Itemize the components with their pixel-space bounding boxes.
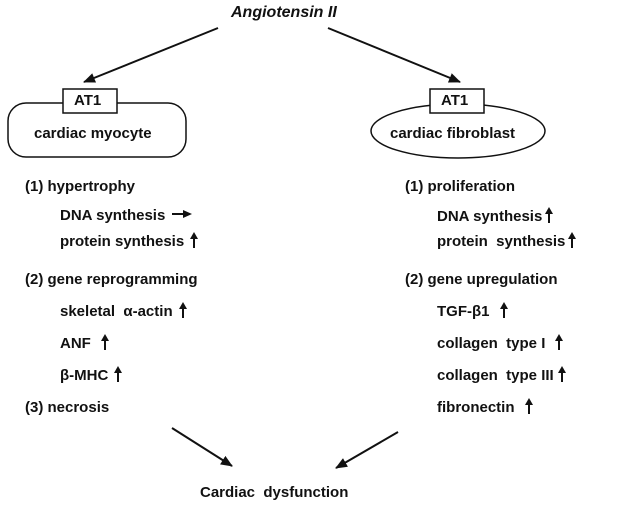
myocyte-label: cardiac myocyte: [34, 125, 152, 142]
up-arrow-icon: [100, 334, 109, 350]
up-arrow-icon: [568, 232, 577, 248]
outcome-label: Cardiac dysfunction: [200, 484, 349, 501]
right-protein-synthesis: protein synthesis: [437, 232, 577, 251]
left-receptor-label: AT1: [74, 92, 102, 109]
item-label: fibronectin: [437, 399, 515, 416]
right-dna-synthesis: DNA synthesis: [437, 207, 554, 226]
left-dna-synthesis: DNA synthesis: [60, 207, 193, 225]
left-anf: ANF: [60, 334, 109, 353]
arrow-to-myocyte: [83, 27, 219, 83]
arrow-right-to-outcome: [335, 431, 399, 469]
arrow-to-fibroblast: [327, 27, 461, 83]
item-label: collagen type I: [437, 335, 546, 352]
up-arrow-icon: [557, 366, 566, 382]
item-label: protein synthesis: [437, 233, 566, 250]
up-arrow-icon: [499, 302, 508, 318]
left-section-gene-reprogramming: (2) gene reprogramming: [25, 271, 198, 288]
left-section-hypertrophy: (1) hypertrophy: [25, 178, 136, 195]
right-section-gene-upregulation: (2) gene upregulation: [405, 271, 558, 288]
left-skeletal-actin: skeletal α-actin: [60, 302, 187, 321]
right-collagen-type-iii: collagen type III: [437, 366, 566, 385]
left-section-necrosis: (3) necrosis: [25, 399, 110, 416]
item-label: ANF: [60, 335, 91, 352]
page-title: Angiotensin II: [231, 4, 337, 21]
item-label: TGF-β1: [437, 303, 490, 320]
up-arrow-icon: [545, 207, 554, 223]
arrow-left-to-outcome: [171, 427, 233, 467]
item-label: collagen type III: [437, 367, 554, 384]
right-arrow-icon: [172, 210, 193, 218]
item-label: skeletal α-actin: [60, 303, 173, 320]
right-collagen-type-i: collagen type I: [437, 334, 564, 353]
up-arrow-icon: [178, 302, 187, 318]
item-label: β-MHC: [60, 367, 109, 384]
item-label: protein synthesis: [60, 233, 185, 250]
right-section-proliferation: (1) proliferation: [405, 178, 516, 195]
left-protein-synthesis: protein synthesis: [60, 232, 199, 251]
item-label: DNA synthesis: [437, 208, 543, 225]
left-at1-box: [62, 88, 118, 114]
right-at1-box: [429, 88, 485, 114]
left-beta-mhc: β-MHC: [60, 366, 123, 385]
right-receptor-label: AT1: [441, 92, 469, 109]
up-arrow-icon: [114, 366, 123, 382]
fibroblast-label: cardiac fibroblast: [390, 125, 516, 142]
right-tgf-beta1: TGF-β1: [437, 302, 508, 321]
up-arrow-icon: [524, 398, 533, 414]
up-arrow-icon: [190, 232, 199, 248]
right-fibronectin: fibronectin: [437, 398, 533, 417]
up-arrow-icon: [555, 334, 564, 350]
item-label: DNA synthesis: [60, 207, 166, 224]
